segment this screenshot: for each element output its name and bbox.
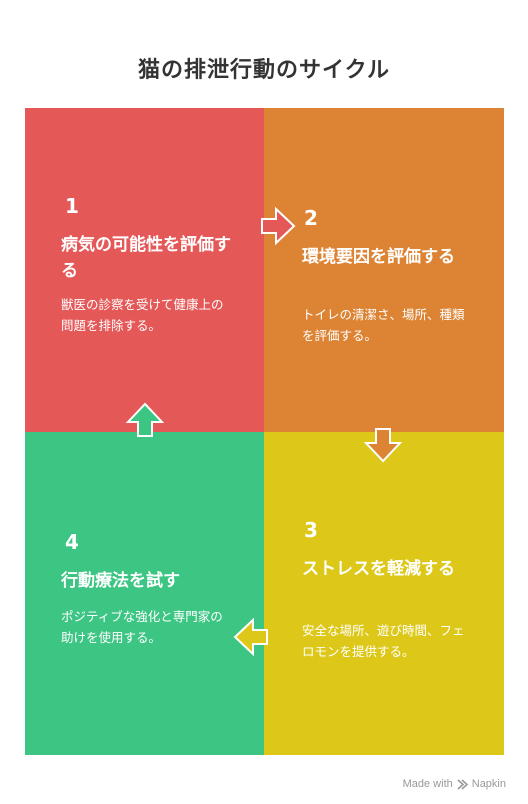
arrow-right-icon bbox=[261, 206, 296, 246]
arrow-left-icon bbox=[233, 617, 268, 657]
arrow-down-icon bbox=[363, 428, 403, 463]
step-4-panel: 4 行動療法を試す ポジティブな強化と専門家の助けを使用する。 bbox=[25, 432, 264, 755]
step-2-panel: 2 環境要因を評価する トイレの清潔さ、場所、種類を評価する。 bbox=[264, 108, 504, 432]
step-2-description: トイレの清潔さ、場所、種類を評価する。 bbox=[302, 307, 465, 343]
step-1-heading: 病気の可能性を評価する bbox=[61, 235, 231, 281]
arrow-up-icon bbox=[125, 402, 165, 437]
napkin-brand-label: Napkin bbox=[471, 778, 506, 790]
step-2-number: 2 bbox=[304, 206, 318, 230]
made-with-footer[interactable]: Made with Napkin bbox=[403, 778, 506, 790]
step-2-heading: 環境要因を評価する bbox=[302, 247, 455, 267]
step-4-heading: 行動療法を試す bbox=[61, 571, 180, 591]
step-1-number: 1 bbox=[65, 194, 79, 218]
step-1-panel: 1 病気の可能性を評価する 獣医の診察を受けて健康上の問題を排除する。 bbox=[25, 108, 264, 432]
diagram-title: 猫の排泄行動のサイクル bbox=[138, 58, 390, 83]
step-3-panel: 3 ストレスを軽減する 安全な場所、遊び時間、フェロモンを提供する。 bbox=[264, 432, 504, 755]
step-4-description: ポジティブな強化と専門家の助けを使用する。 bbox=[61, 609, 223, 645]
step-4-number: 4 bbox=[65, 530, 79, 554]
made-with-label: Made with bbox=[402, 778, 453, 790]
step-1-description: 獣医の診察を受けて健康上の問題を排除する。 bbox=[61, 297, 224, 333]
step-3-number: 3 bbox=[304, 518, 318, 542]
step-3-heading: ストレスを軽減する bbox=[302, 559, 455, 579]
step-3-description: 安全な場所、遊び時間、フェロモンを提供する。 bbox=[302, 623, 465, 659]
napkin-logo-icon bbox=[457, 778, 468, 790]
